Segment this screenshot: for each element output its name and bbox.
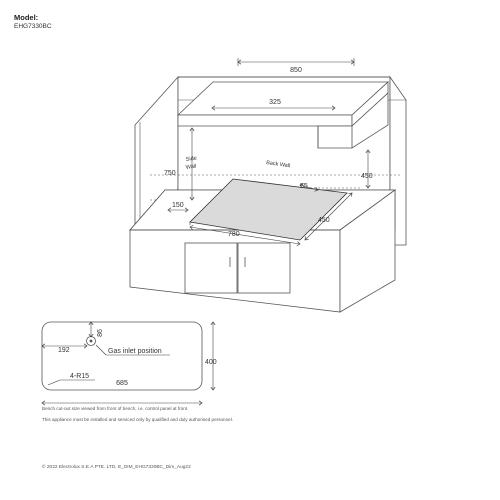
- side-wall-label-2: Wall: [185, 164, 196, 171]
- dim-hob-width: 780: [228, 231, 240, 238]
- footer-copyright: © 2022 Electrolux S.E.A PTE. LTD, E_DIM_…: [42, 465, 191, 470]
- dim-back-clearance: 55: [300, 183, 308, 190]
- note-installation: This appliance must be installed and ser…: [42, 417, 234, 422]
- note-cutout: Bench cut-out size viewed from front of …: [42, 406, 189, 411]
- gas-inlet-label: Gas inlet position: [108, 348, 162, 355]
- model-label: Model:: [14, 13, 39, 22]
- cutout-outline: [41, 321, 203, 391]
- dim-hood-width: 850: [290, 67, 302, 74]
- dim-height-to-hood: 750: [164, 170, 176, 177]
- dim-gas-offset-x: 192: [58, 347, 70, 354]
- model-code: EHG7330BC: [14, 23, 52, 30]
- range-hood: [176, 81, 390, 116]
- dim-cutout-depth: 400: [205, 359, 217, 366]
- dim-gas-offset-y: 86: [97, 329, 104, 337]
- dim-side-clearance: 150: [172, 202, 184, 209]
- dim-hood-depth: 325: [269, 99, 281, 106]
- side-wall-label: Side: [185, 156, 197, 163]
- dim-cutout-width: 685: [116, 380, 128, 387]
- dim-hob-depth: 450: [318, 217, 330, 224]
- dim-corner-radius: 4-R15: [70, 373, 89, 380]
- back-wall-label: Back Wall: [266, 160, 291, 169]
- dim-back-wall-height: 450: [361, 173, 373, 180]
- bench-front: [129, 229, 341, 313]
